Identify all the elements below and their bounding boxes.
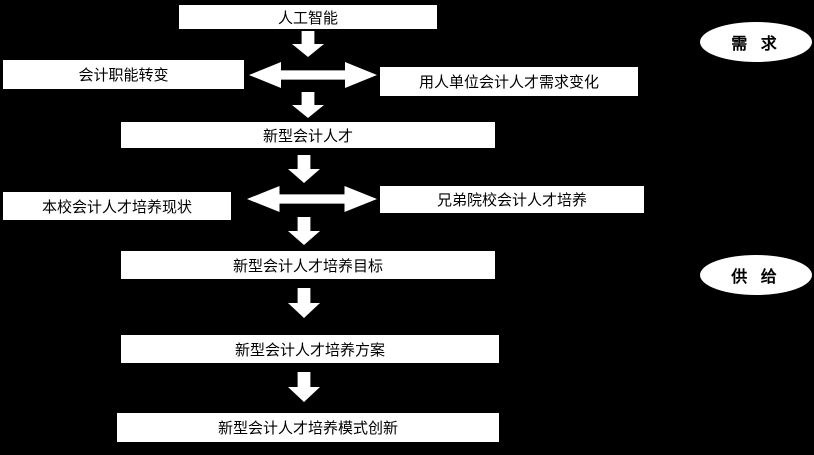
node-new-accounting-talent: 新型会计人才 (120, 121, 496, 149)
down-arrow-icon-2 (292, 92, 324, 118)
down-arrow-icon-3 (288, 155, 320, 183)
down-arrow-icon-1 (292, 31, 324, 57)
node-training-plan: 新型会计人才培养方案 (120, 334, 500, 364)
down-arrow-icon-6 (288, 372, 320, 402)
node-accounting-function-change: 会计职能转变 (2, 59, 245, 90)
node-peer-school-training: 兄弟院校会计人才培养 (379, 185, 645, 214)
node-ai: 人工智能 (178, 4, 438, 30)
down-arrow-icon-5 (288, 288, 320, 318)
down-arrow-icon-4 (288, 217, 320, 245)
node-training-goal: 新型会计人才培养目标 (120, 250, 496, 280)
ellipse-supply-label: 供 给 (700, 255, 812, 295)
node-school-training-status: 本校会计人才培养现状 (2, 191, 232, 221)
double-arrow-icon-demand (249, 62, 377, 88)
double-arrow-icon-supply (247, 186, 377, 212)
node-training-mode-innovation: 新型会计人才培养模式创新 (116, 412, 500, 443)
node-employer-demand-change: 用人单位会计人才需求变化 (379, 66, 639, 97)
ellipse-demand-label: 需 求 (700, 22, 812, 62)
